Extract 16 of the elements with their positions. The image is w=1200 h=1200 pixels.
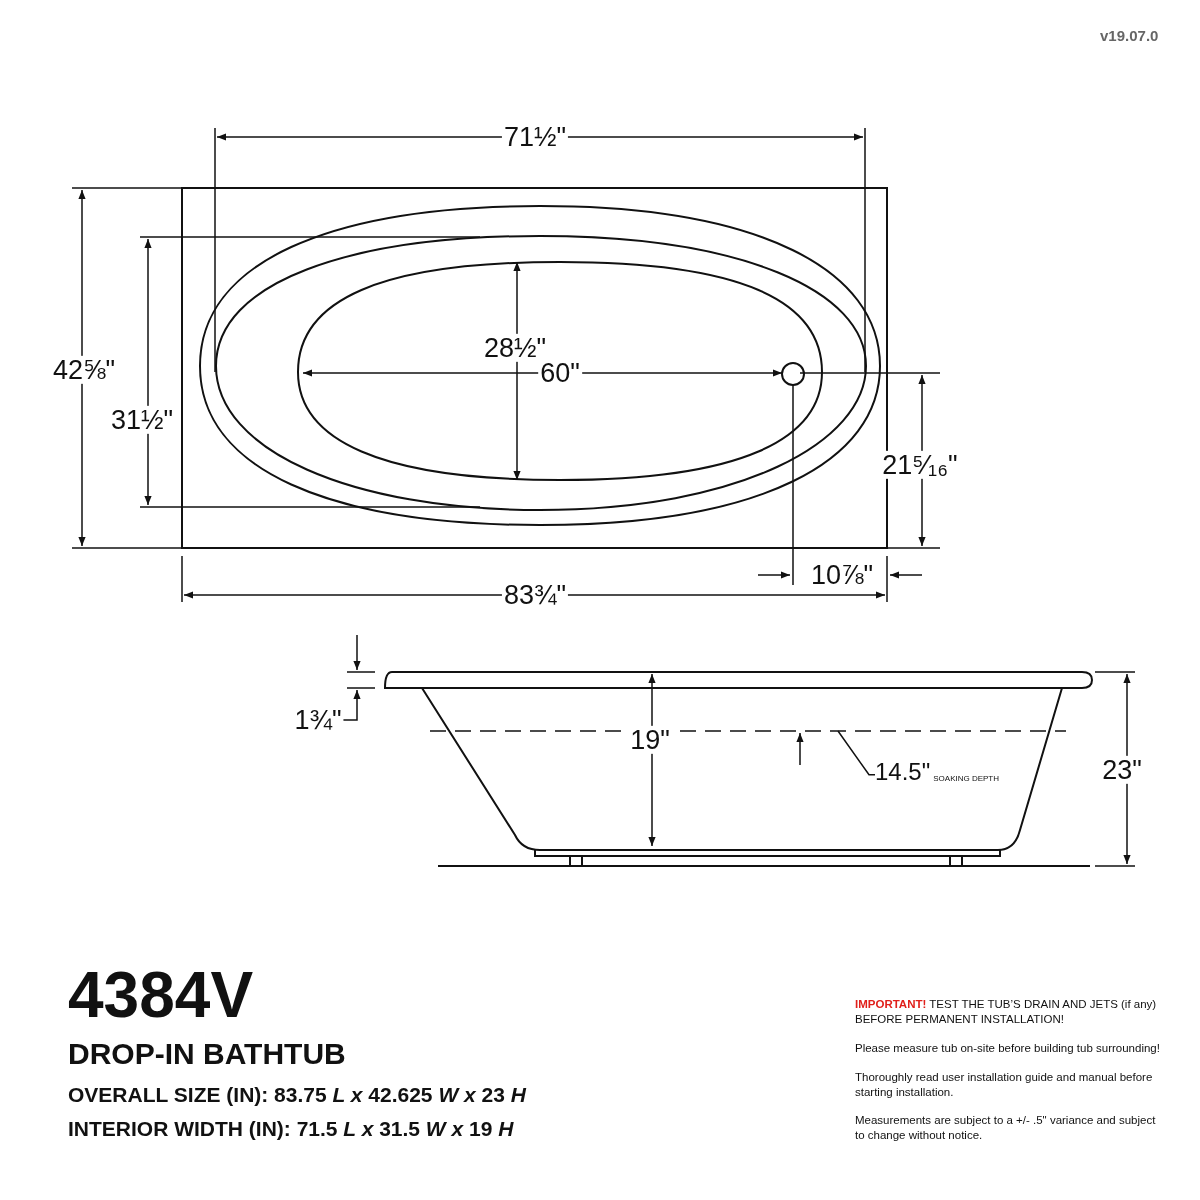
version-text: v19.07.0 bbox=[1100, 28, 1159, 44]
dimension-label: 14.5" bbox=[875, 758, 931, 786]
model-number: 4384V bbox=[68, 962, 254, 1030]
note-text: Please measure tub on-site before building tub surrounding! bbox=[855, 1041, 1160, 1056]
spec-text: INTERIOR WIDTH (IN): 71.5 L x 31.5 W x 19 H bbox=[68, 1118, 514, 1141]
dimension-label: 23" bbox=[1100, 755, 1144, 785]
leader-line bbox=[837, 730, 876, 776]
warning-note: IMPORTANT! TEST THE TUB’S DRAIN AND JETS (if any) BEFORE PERMANENT INSTALLATION! bbox=[855, 997, 1158, 1027]
note-text: Thoroughly read user installation guide and manual before starting installation. bbox=[855, 1070, 1154, 1100]
spec-text: OVERALL SIZE (IN): 83.75 L x 42.625 W x 23 H bbox=[68, 1084, 526, 1107]
product-type-heading: DROP-IN BATHTUB bbox=[68, 1038, 346, 1070]
dimension-label: 21⁵⁄₁₆" bbox=[880, 450, 960, 480]
dimension-label: 19" bbox=[628, 725, 672, 755]
note-text: Measurements are subject to a +/- .5" variance and subject to change without notice. bbox=[855, 1113, 1157, 1143]
caption-text: SOAKING DEPTH bbox=[933, 774, 1000, 785]
water-level-line bbox=[429, 730, 1067, 732]
